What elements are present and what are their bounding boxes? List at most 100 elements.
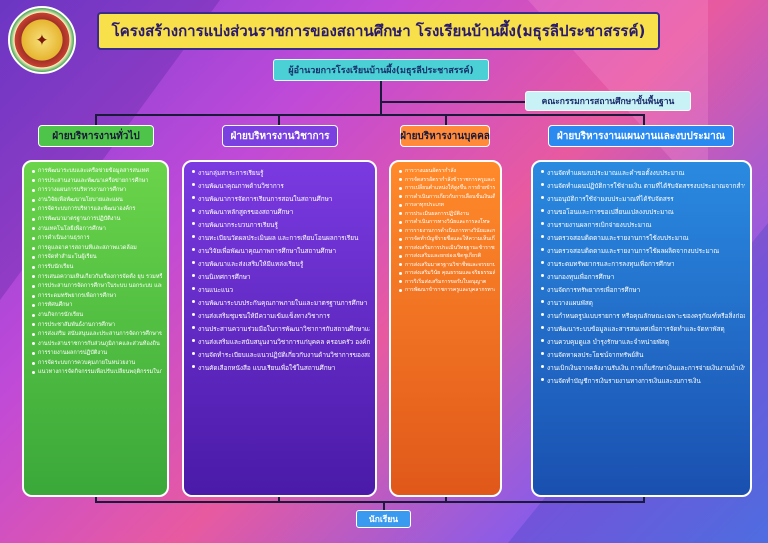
- task-item: งานพัฒนาคุณภาพด้านวิชาการ: [192, 180, 370, 193]
- task-item: งานจัดการทรัพยากรเพื่อการศึกษา: [541, 284, 745, 297]
- connector-bottom-3: [445, 497, 447, 502]
- task-item: การทัศนศึกษา: [32, 301, 162, 311]
- connector-bottom-1: [95, 497, 97, 502]
- task-item: การส่งเสริมวินัย คุณธรรมและจริยธรรมสำหรั…: [399, 269, 495, 278]
- task-item: การจัดระบบการควบคุมภายในหน่วยงาน: [32, 359, 162, 369]
- task-item: การจัดทำบัญชีรายชื่อและให้ความเห็นเกี่ยว…: [399, 235, 495, 244]
- task-item: งานแนะแนว: [192, 284, 370, 297]
- task-item: งานประสานความร่วมมือในการพัฒนาวิชาการกับ…: [192, 323, 370, 336]
- task-item: งานกำหนดรูปแบบรายการ หรือคุณลักษณะเฉพาะข…: [541, 310, 745, 323]
- task-item: งานทะเบียนวัดผลประเมินผล และการเทียบโอนผ…: [192, 232, 370, 245]
- task-item: งานพัฒนาหลักสูตรของสถานศึกษา: [192, 206, 370, 219]
- committee-label: คณะกรรมการสถานศึกษาขั้นพื้นฐาน: [541, 97, 675, 107]
- task-item: การเปลี่ยนตำแหน่งให้สูงขึ้น การย้ายข้ารา…: [399, 184, 495, 193]
- task-item: การส่งเสริมและยกย่องเชิดชูเกียรติ: [399, 252, 495, 261]
- task-item: งานจัดทำแผนงบประมาณและคำขอตั้งงบประมาณ: [541, 167, 745, 180]
- task-item: การริเริ่มส่งเสริมการขอรับใบอนุญาต: [399, 278, 495, 287]
- connector-director-down: [380, 81, 382, 115]
- task-item: การจัดทำสำมะโนผู้เรียน: [32, 253, 162, 263]
- task-item: งานพัฒนาระบบข้อมูลและสารสนเทศเพื่อการจัด…: [541, 323, 745, 336]
- director-box: ผู้อำนวยการโรงเรียนบ้านผึ้ง(มธุรลีประชาส…: [273, 59, 489, 81]
- task-item: การประสานงานและพัฒนาเครือข่ายการศึกษา: [32, 177, 162, 187]
- task-item: การดำเนินงานธุรการ: [32, 234, 162, 244]
- task-item: งานจัดทำแผนปฏิบัติการใช้จ่ายเงิน ตามที่ไ…: [541, 180, 745, 193]
- dept-personnel-head: ฝ่ายบริหารงานบุคคล: [400, 125, 490, 147]
- dept-general-list: การพัฒนาระบบและเครือข่ายข้อมูลสารสนเทศกา…: [32, 167, 162, 378]
- task-item: การประสานการจัดการศึกษาในระบบ นอกระบบ แล…: [32, 282, 162, 292]
- task-item: งานกองทุนเพื่อการศึกษา: [541, 271, 745, 284]
- task-item: งานส่งเสริมและสนับสนุนงานวิชาการแก่บุคคล…: [192, 336, 370, 349]
- task-item: การวางแผนการบริหารงานการศึกษา: [32, 186, 162, 196]
- task-item: งานพัฒนาการจัดการเรียนการสอนในสถานศึกษา: [192, 193, 370, 206]
- connector-student: [383, 501, 385, 511]
- task-item: การส่งเสริม สนับสนุนและประสานการจัดการศึ…: [32, 330, 162, 340]
- dept-personnel-panel: การวางแผนอัตรากำลังการจัดสรรอัตรากำลังข้…: [389, 160, 502, 497]
- task-item: งานวิจัยเพื่อพัฒนาคุณภาพการศึกษาในสถานศึ…: [192, 245, 370, 258]
- emblem-icon: ✦: [35, 30, 49, 50]
- task-item: การประชาสัมพันธ์งานการศึกษา: [32, 321, 162, 331]
- task-item: งานตรวจสอบติดตามและรายงานการใช้งบประมาณ: [541, 232, 745, 245]
- task-item: การดำเนินการทางวินัยและการลงโทษ: [399, 218, 495, 227]
- task-item: งานกลุ่มสาระการเรียนรู้: [192, 167, 370, 180]
- dept-budget-panel: งานจัดทำแผนงบประมาณและคำขอตั้งงบประมาณงา…: [531, 160, 752, 497]
- task-item: การรายงานการดำเนินการทางวินัยและการลงโทษ: [399, 227, 495, 236]
- connector-dept2: [278, 114, 280, 126]
- dept-academic-title: ฝ่ายบริหารงานวิชาการ: [230, 130, 330, 142]
- dept-general-panel: การพัฒนาระบบและเครือข่ายข้อมูลสารสนเทศกา…: [22, 160, 169, 497]
- task-item: งานระดมทรัพยากรและการลงทุนเพื่อการศึกษา: [541, 258, 745, 271]
- task-item: การพัฒนาข้าราชการครูและบุคลากรทางการศึกษ…: [399, 286, 495, 295]
- connector-dept1: [95, 114, 97, 126]
- student-label: นักเรียน: [368, 515, 399, 525]
- task-item: งานเบิกเงินจากคลังงานรับเงิน การเก็บรักษ…: [541, 362, 745, 375]
- task-item: งานจัดหาผลประโยชน์จากทรัพย์สิน: [541, 349, 745, 362]
- task-item: การระดมทรัพยากรเพื่อการศึกษา: [32, 292, 162, 302]
- task-item: งานพัฒนาและส่งเสริมให้มีแหล่งเรียนรู้: [192, 258, 370, 271]
- connector-horizontal-bottom: [95, 501, 645, 503]
- director-label: ผู้อำนวยการโรงเรียนบ้านผึ้ง(มธุรลีประชาส…: [288, 66, 474, 76]
- dept-budget-title: ฝ่ายบริหารงานแผนงานและงบประมาณ: [556, 130, 726, 142]
- dept-academic-panel: งานกลุ่มสาระการเรียนรู้งานพัฒนาคุณภาพด้า…: [182, 160, 377, 497]
- dept-general-title: ฝ่ายบริหารงานทั่วไป: [52, 130, 140, 142]
- task-item: การส่งเสริมการประเมินวิทยฐานะข้าราชการคร…: [399, 244, 495, 253]
- task-item: การประเมินผลการปฏิบัติงาน: [399, 210, 495, 219]
- dept-personnel-list: การวางแผนอัตรากำลังการจัดสรรอัตรากำลังข้…: [399, 167, 495, 295]
- task-item: งานตรวจสอบติดตามและรายงานการใช้ผลผลิตจาก…: [541, 245, 745, 258]
- task-item: งานส่งเสริมชุมชนให้มีความเข้มแข็งทางวิชา…: [192, 310, 370, 323]
- chart-title: โครงสร้างการแบ่งส่วนราชการของสถานศึกษา โ…: [111, 22, 646, 40]
- task-item: แนวทางการจัดกิจกรรมเพื่อปรับเปลี่ยนพฤติก…: [32, 368, 162, 378]
- school-logo: ✦: [8, 6, 76, 74]
- task-item: งานขอโอนและการขอเปลี่ยนแปลงงบประมาณ: [541, 206, 745, 219]
- task-item: งานรายงานผลการเบิกจ่ายงบประมาณ: [541, 219, 745, 232]
- connector-dept4: [643, 114, 645, 126]
- dept-personnel-title: ฝ่ายบริหารงานบุคคล: [400, 130, 490, 142]
- task-item: การพัฒนามาตรฐานการปฏิบัติงาน: [32, 215, 162, 225]
- task-item: การจัดระบบการบริหารและพัฒนาองค์กร: [32, 205, 162, 215]
- task-item: งานวิจัยเพื่อพัฒนานโยบายและแผน: [32, 196, 162, 206]
- task-item: การพัฒนาระบบและเครือข่ายข้อมูลสารสนเทศ: [32, 167, 162, 177]
- task-item: การเสนอความเห็นเกี่ยวกับเรื่องการจัดตั้ง…: [32, 273, 162, 283]
- connector-bottom-2: [278, 497, 280, 502]
- connector-dept3: [445, 114, 447, 126]
- dept-general-head: ฝ่ายบริหารงานทั่วไป: [38, 125, 154, 147]
- task-item: การจัดสรรอัตรากำลังข้าราชการครูและบุคลาก…: [399, 176, 495, 185]
- task-item: การดูแลอาคารสถานที่และสภาพแวดล้อม: [32, 244, 162, 254]
- task-item: งานจัดทำบัญชีการเงินรายงานทางการเงินและง…: [541, 375, 745, 388]
- task-item: การดำเนินการเกี่ยวกับการเลื่อนขั้นเงินเด…: [399, 193, 495, 202]
- connector-horizontal-top: [95, 114, 645, 116]
- task-item: งานกิจการนักเรียน: [32, 311, 162, 321]
- task-item: งานพัฒนากระบวนการเรียนรู้: [192, 219, 370, 232]
- task-item: งานคัดเลือกหนังสือ แบบเรียนเพื่อใช้ในสถา…: [192, 362, 370, 375]
- task-item: งานจัดทำระเบียบและแนวปฏิบัติเกี่ยวกับงาน…: [192, 349, 370, 362]
- student-box: นักเรียน: [356, 510, 411, 528]
- task-item: การรับนักเรียน: [32, 263, 162, 273]
- task-item: งานนิเทศการศึกษา: [192, 271, 370, 284]
- task-item: งานควบคุมดูแล บำรุงรักษาและจำหน่ายพัสดุ: [541, 336, 745, 349]
- dept-academic-head: ฝ่ายบริหารงานวิชาการ: [222, 125, 338, 147]
- task-item: งานเทคโนโลยีเพื่อการศึกษา: [32, 225, 162, 235]
- task-item: งานวางแผนพัสดุ: [541, 297, 745, 310]
- dept-budget-list: งานจัดทำแผนงบประมาณและคำขอตั้งงบประมาณงา…: [541, 167, 745, 388]
- task-item: การลาทุกประเภท: [399, 201, 495, 210]
- dept-academic-list: งานกลุ่มสาระการเรียนรู้งานพัฒนาคุณภาพด้า…: [192, 167, 370, 375]
- task-item: งานประสานราชการกับส่วนภูมิภาคและส่วนท้อง…: [32, 340, 162, 350]
- task-item: งานอนุมัติการใช้จ่ายงบประมาณที่ได้รับจัด…: [541, 193, 745, 206]
